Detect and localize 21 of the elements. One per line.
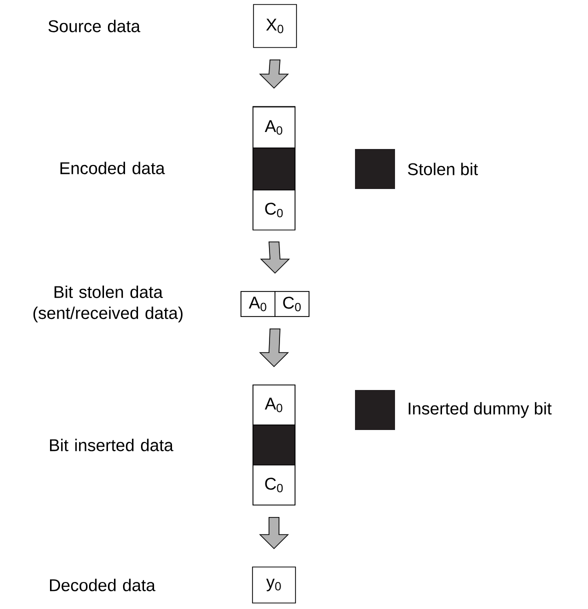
- row-label: Encoded data: [60, 162, 165, 174]
- legend-label: Inserted dummy bit: [408, 402, 552, 418]
- row-label: Decoded data: [50, 578, 156, 592]
- block-arrow: [259, 60, 289, 89]
- data-box: X$_{0}$: [253, 4, 297, 48]
- data-cell: A$_{0}$: [252, 384, 296, 426]
- data-cell: C$_{0}$: [252, 464, 296, 506]
- block-arrow: [259, 517, 289, 550]
- bit-bar: [252, 424, 296, 466]
- block-arrow: [259, 328, 289, 368]
- bit-bar: [252, 148, 296, 190]
- row-label: Bit inserted data: [50, 438, 174, 452]
- legend-label: Stolen bit: [408, 162, 478, 176]
- data-cell: C$_{0}$: [274, 291, 310, 317]
- row-label: Bit stolen data (sent/received data): [33, 286, 183, 322]
- data-cell: C$_{0}$: [252, 190, 296, 230]
- row-label: Source data: [48, 20, 140, 32]
- data-cell: A$_{0}$: [240, 291, 276, 317]
- data-box: y$_{0}$: [252, 566, 296, 604]
- block-arrow: [260, 242, 290, 274]
- data-cell: A$_{0}$: [252, 106, 296, 148]
